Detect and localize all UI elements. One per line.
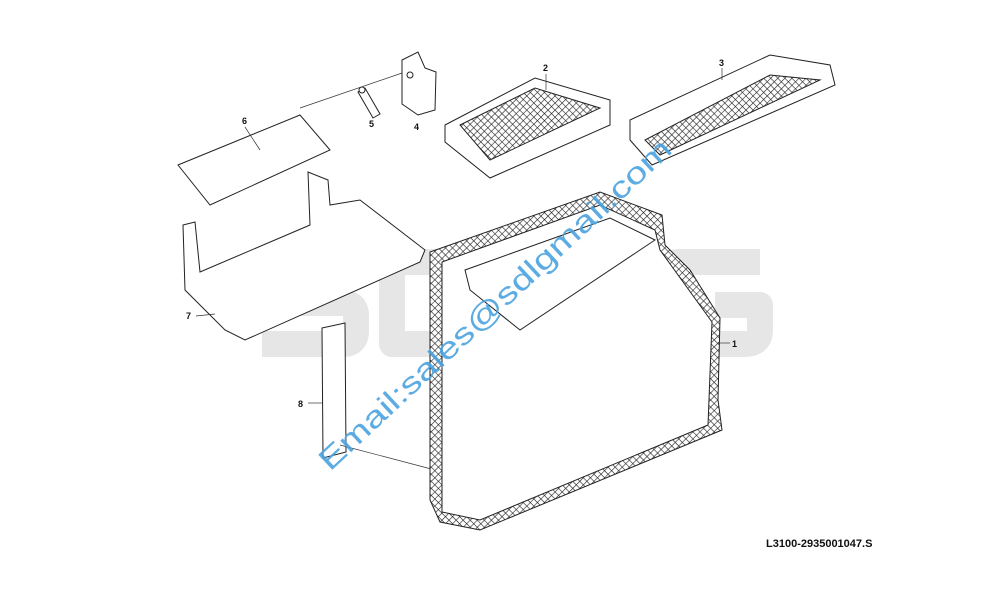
callout-2: 2 xyxy=(543,63,548,73)
callout-3: 3 xyxy=(719,58,724,68)
part-6-cover-plate xyxy=(177,114,331,206)
callout-8: 8 xyxy=(298,399,303,409)
part-7-frame xyxy=(182,171,426,341)
callout-4: 4 xyxy=(414,122,419,132)
part-8-strip xyxy=(308,322,436,471)
callout-labels: 1 2 3 4 5 6 7 8 xyxy=(186,58,737,409)
callout-1: 1 xyxy=(732,339,737,349)
reference-code: L3100-2935001047.S xyxy=(766,538,873,550)
part-3-grille xyxy=(629,54,836,166)
part-2-filter xyxy=(444,74,611,179)
callout-7: 7 xyxy=(186,311,191,321)
part-5-rod xyxy=(299,71,406,119)
part-4-bracket xyxy=(401,51,437,116)
callout-6: 6 xyxy=(242,116,247,126)
callout-5: 5 xyxy=(369,119,374,129)
part-1-housing xyxy=(429,191,730,531)
